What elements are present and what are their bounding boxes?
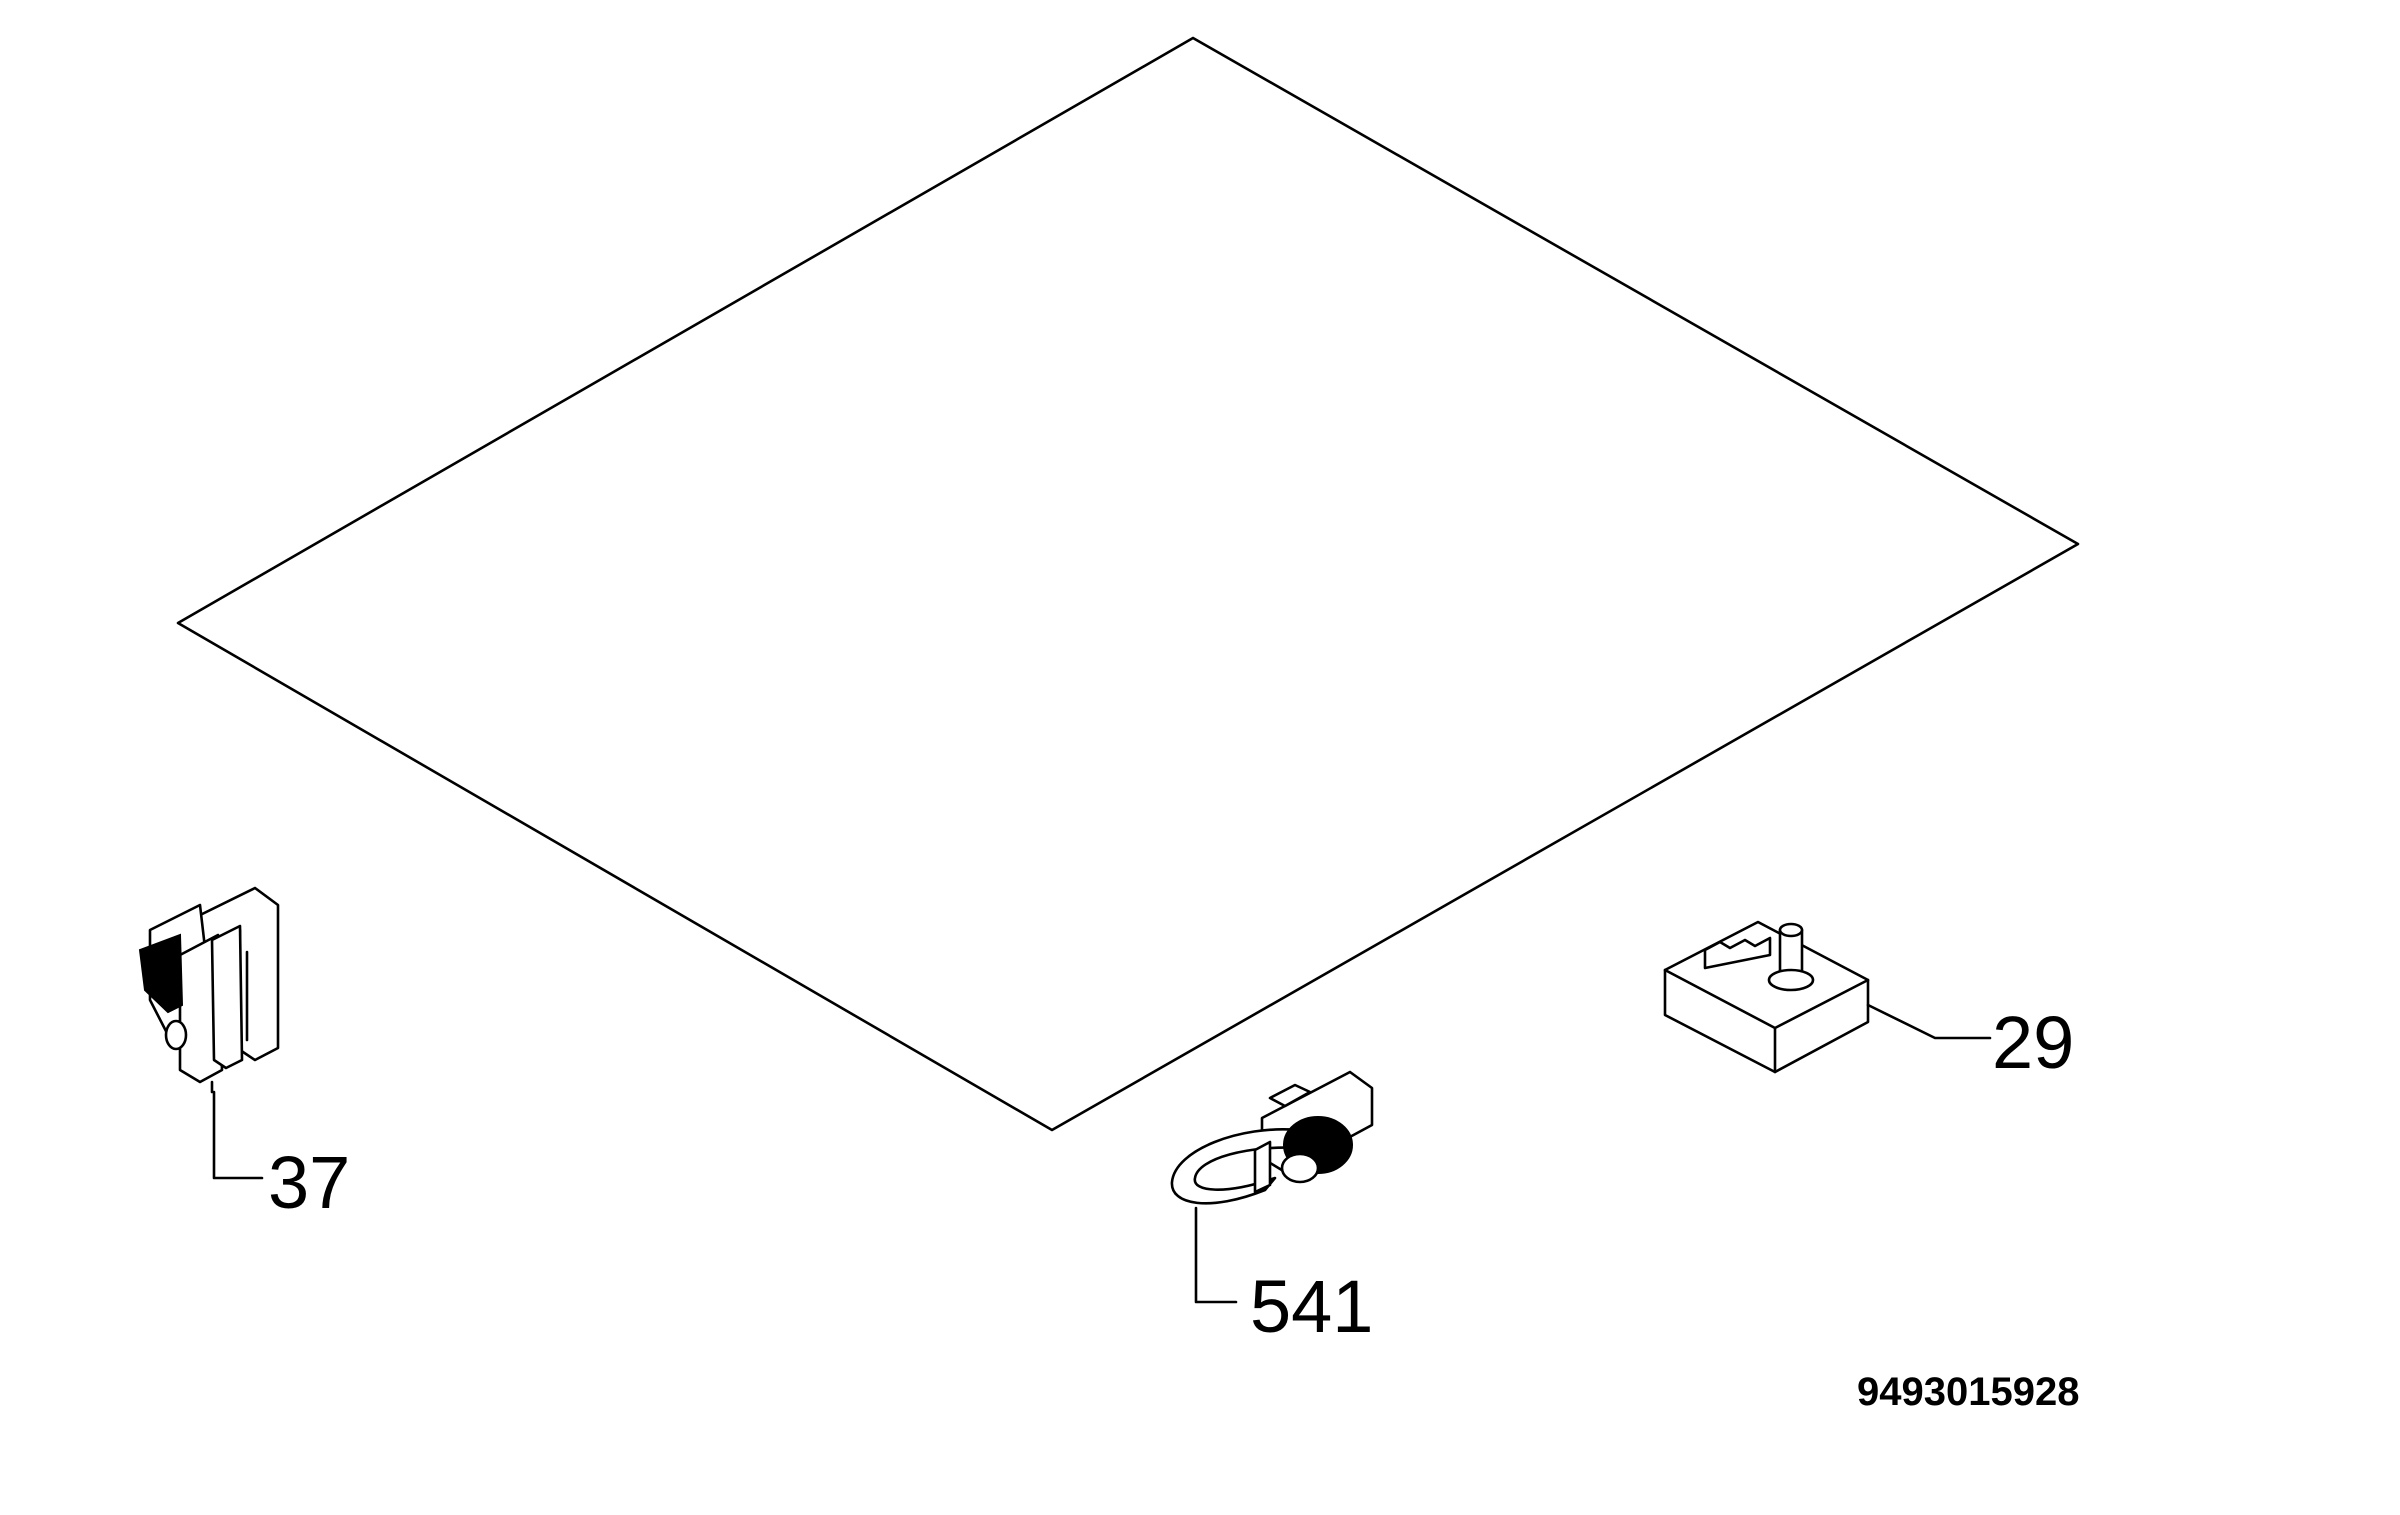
part-37-clip: [138, 886, 280, 1094]
leader-line-541: [1194, 1206, 1238, 1304]
panel-outline: [176, 36, 2080, 1132]
part-29-switch: [1663, 920, 1870, 1074]
callout-37: 37: [268, 1141, 350, 1224]
leader-line-37: [212, 1090, 264, 1180]
drawing-number: 9493015928: [1857, 1370, 2079, 1414]
leader-line-29: [1866, 1003, 1992, 1040]
callout-541: 541: [1250, 1265, 1373, 1348]
part-541-latch: [1170, 1070, 1374, 1205]
callout-29: 29: [1992, 1001, 2074, 1084]
